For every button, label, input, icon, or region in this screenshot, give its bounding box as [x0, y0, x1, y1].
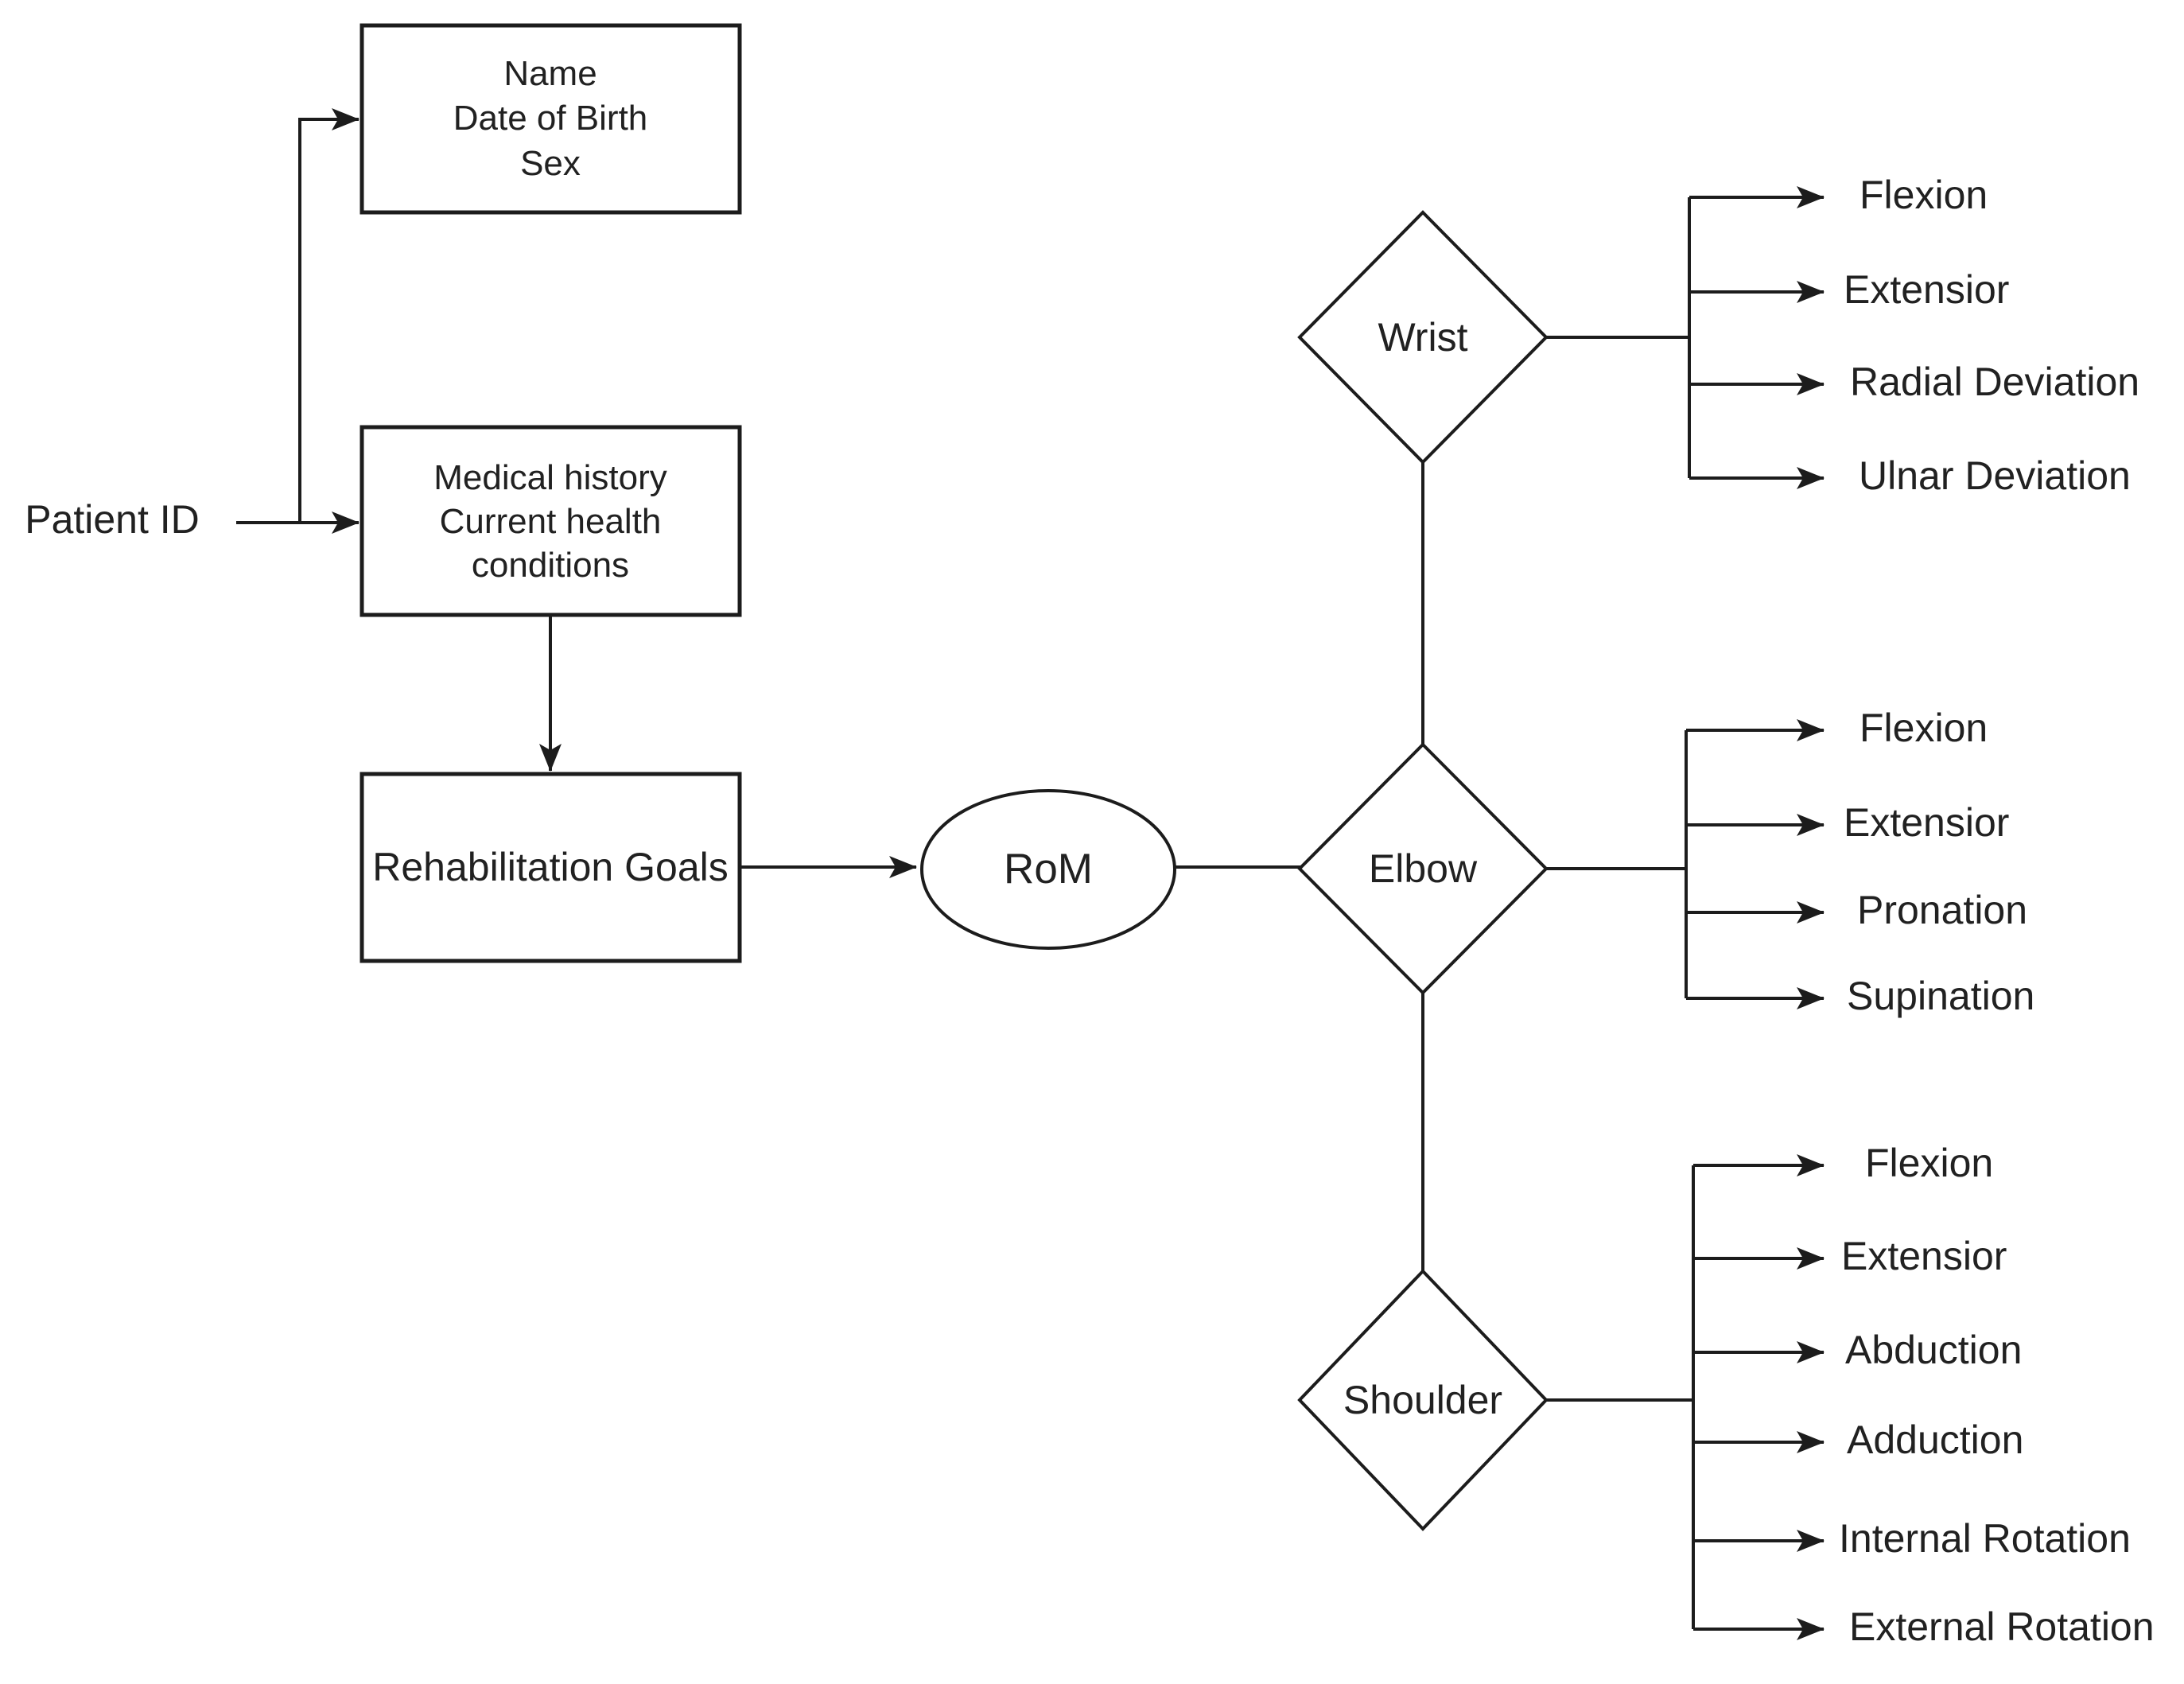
wrist-movement-radial-deviation: Radial Deviation [1850, 360, 2139, 404]
shoulder-diamond [1297, 1269, 1549, 1531]
demographics-box [359, 23, 742, 215]
shoulder-label: Shoulder [1343, 1378, 1502, 1422]
rom-label: RoM [1004, 846, 1093, 893]
wrist-diamond [1297, 210, 1549, 465]
wrist-movement-flexion: Flexion [1860, 173, 1988, 217]
shoulder-movement-external-rotation: External Rotation [1849, 1604, 2155, 1649]
elbow-movement-flexion: Flexion [1860, 706, 1988, 750]
medical-line-2: Current health [440, 502, 662, 541]
elbow-diamond [1297, 742, 1549, 995]
demographics-line-1: Name [503, 54, 597, 93]
wrist-movement-ulnar-deviation: Ulnar Deviation [1859, 453, 2131, 498]
rehab-goals-label: Rehabilitation Goals [372, 845, 729, 889]
elbow-movement-supination: Supination [1847, 974, 2034, 1018]
shoulder-movement-extensior: Extensior [1841, 1234, 2007, 1278]
elbow-movement-pronation: Pronation [1857, 888, 2027, 932]
medical-history-box [359, 425, 742, 617]
rehab-goals-box [359, 772, 742, 963]
wrist-movement-extensior: Extensior [1844, 267, 2009, 312]
medical-line-3: conditions [472, 546, 629, 585]
shoulder-movement-internal-rotation: Internal Rotation [1839, 1516, 2131, 1561]
elbow-label: Elbow [1369, 846, 1478, 891]
rom-ellipse [920, 789, 1176, 950]
patient-id-to-demographics-arrow [298, 108, 359, 521]
demographics-line-2: Date of Birth [453, 99, 648, 138]
demographics-line-3: Sex [520, 144, 581, 183]
wrist-label: Wrist [1378, 315, 1468, 360]
shoulder-movement-abduction: Abduction [1845, 1328, 2022, 1372]
shoulder-movement-flexion: Flexion [1865, 1141, 1993, 1185]
patient-id-label: Patient ID [25, 497, 200, 542]
medical-line-1: Medical history [433, 458, 666, 497]
shoulder-movement-adduction: Adduction [1847, 1418, 2023, 1462]
elbow-movement-extensior: Extensior [1844, 800, 2009, 845]
